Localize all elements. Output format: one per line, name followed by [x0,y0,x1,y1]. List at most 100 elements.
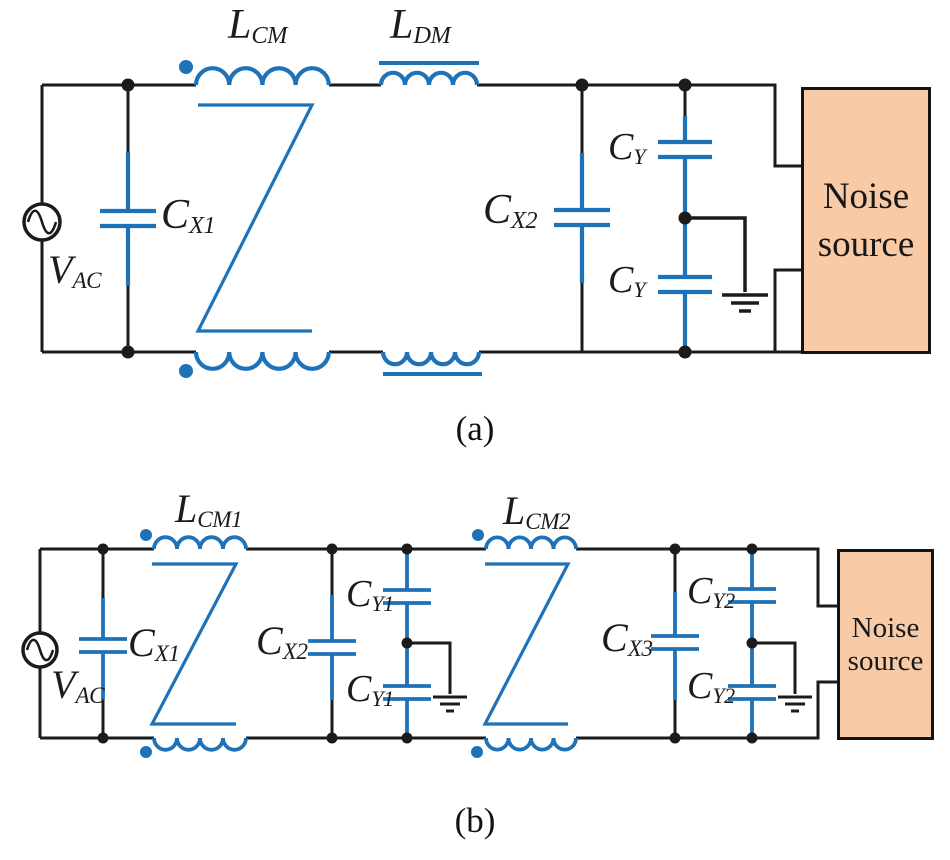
label-lcm1-sub: CM1 [197,507,243,534]
label-cy1-top: CY1 [346,573,394,616]
label-cy2-main: C [687,665,712,707]
phase-dot [472,529,484,541]
figure-a-circuit [22,60,801,378]
label-cy1-sub: Y1 [371,685,394,711]
phase-dot [471,746,483,758]
b-ground1-stem [407,641,452,694]
junction-dot [401,543,413,555]
junction-dot [669,543,681,555]
noise-source-line1: Noise [822,175,910,217]
junction-dot [401,732,413,744]
label-cx3-main: C [601,615,628,660]
label-cx2-b: CX2 [256,618,308,664]
label-cy-top: CY [608,126,646,169]
label-vac-main: V [51,662,75,707]
label-cy-sub: Y [633,143,646,169]
a-cy-capacitor-pair [658,116,712,352]
label-cx2-sub: X2 [282,639,308,666]
label-cy-sub: Y [633,276,646,302]
label-cy1-sub: Y1 [371,590,394,616]
junction-dot [746,543,758,555]
label-vac-main: V [48,247,72,292]
junction-dot [678,345,692,359]
phase-dot [140,529,152,541]
label-lcm: LCM [228,2,287,48]
label-cx1-main: C [161,192,189,238]
junction-dot [97,732,109,744]
label-cx2-a: CX2 [483,187,538,235]
label-lcm2-sub: CM2 [525,509,571,536]
label-cx2-main: C [483,187,511,233]
junction-dot [669,732,681,744]
label-cy1-bottom: CY1 [346,668,394,711]
a-cx1-capacitor [100,152,156,286]
figure-b-circuit [21,529,837,758]
a-junction-dots [121,78,692,359]
label-cy1-main: C [346,573,371,615]
a-ground-stem [685,216,747,292]
noise-source-box-a: Noise source [801,87,931,354]
a-sine-wave-icon [26,209,58,235]
phase-dot [179,60,193,74]
a-bottom-connector-wire [773,268,801,352]
label-lcm2: LCM2 [503,488,571,534]
label-cy-bottom: CY [608,259,646,302]
label-cx1-b: CX1 [128,620,180,666]
b-top-rail-right-wire [576,547,837,608]
junction-dot [678,211,692,225]
junction-dot [678,78,692,92]
b-cx1-capacitor [79,598,127,700]
label-cy2-sub: Y2 [712,682,735,708]
a-ground-icon [722,293,768,313]
b-ground2-icon [778,695,812,713]
b-cx2-capacitor [308,595,356,700]
label-cx2-main: C [256,618,283,663]
label-cy-main: C [608,126,633,168]
label-ldm: LDM [390,2,451,50]
junction-dot [326,543,338,555]
label-cy2-main: C [687,570,712,612]
b-lcm1-bottom-winding [152,737,248,752]
noise-source-line2: source [847,644,924,677]
junction-dot [121,345,135,359]
label-cx3-sub: X3 [627,636,653,663]
a-cm-choke-coupling-z [195,103,315,333]
junction-dot [326,732,338,744]
label-ldm-sub: DM [413,22,451,50]
label-vac-a: VAC [48,247,102,293]
figure-a-caption: (a) [455,409,495,448]
b-lcm1-top-winding [152,535,248,550]
junction-dot [401,637,413,649]
label-cy1-main: C [346,668,371,710]
junction-dot [746,732,758,744]
a-dm-inductor-bottom-winding [380,351,482,367]
b-lcm2-coupling-z [482,562,571,726]
noise-source-box-b: Noise source [837,549,934,740]
label-cy2-bottom: CY2 [687,665,735,708]
label-cy2-top: CY2 [687,570,735,612]
label-ldm-main: L [390,2,413,48]
label-cy-main: C [608,259,633,301]
b-ground1-icon [433,695,467,713]
label-lcm1-main: L [175,486,197,531]
label-lcm2-main: L [503,488,525,533]
a-cm-choke-bottom-winding [193,351,331,371]
a-cm-choke-top-winding [193,66,331,86]
label-lcm-main: L [228,2,251,48]
label-vac-sub: AC [72,268,102,295]
label-cx1-sub: X1 [189,212,216,240]
b-ground2-stem [752,641,797,694]
label-vac-sub: AC [75,683,105,710]
b-lcm1-coupling-z [149,562,239,726]
b-sine-wave-icon [25,638,55,662]
a-dm-inductor-top-winding [378,70,480,86]
label-vac-b: VAC [51,662,105,708]
b-lcm2-bottom-winding [484,737,578,752]
label-cx2-sub: X2 [511,207,538,235]
a-phase-dots [179,60,193,378]
label-cx3: CX3 [601,615,653,661]
b-junction-dots [97,543,758,744]
label-cx1-main: C [128,620,155,665]
